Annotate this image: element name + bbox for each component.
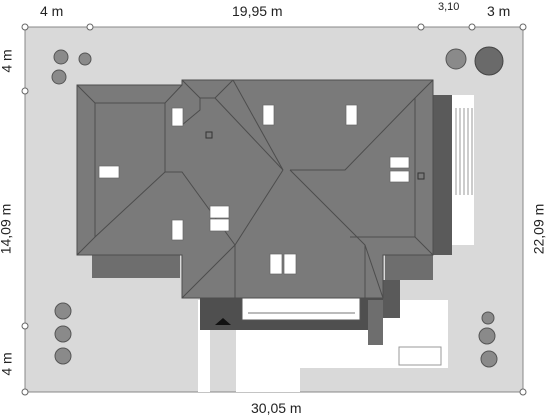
dimension-ticks — [21, 23, 527, 396]
garden-feature — [398, 346, 442, 366]
dim-left-bottom: 4 m — [0, 352, 15, 376]
entrance-canopy — [241, 297, 361, 321]
dim-left-middle: 14,09 m — [0, 204, 14, 255]
entrance-arrow-icon — [215, 318, 231, 325]
roof — [76, 79, 434, 299]
trees — [51, 46, 504, 368]
dim-top-middle: 19,95 m — [232, 3, 283, 19]
dim-top-right: 3 m — [487, 3, 511, 19]
dim-right: 22,09 m — [530, 203, 547, 255]
dim-left-top: 4 m — [0, 49, 15, 73]
terrace — [455, 108, 473, 195]
skylights — [98, 104, 410, 275]
chimneys — [205, 131, 425, 180]
tree-icon — [474, 46, 504, 76]
tree-icon — [51, 48, 498, 368]
dim-top-left: 4 m — [40, 3, 64, 19]
dim-top-small: 3,10 — [438, 1, 460, 13]
dim-bottom: 30,05 m — [251, 400, 302, 416]
roof-ridges — [76, 79, 434, 299]
